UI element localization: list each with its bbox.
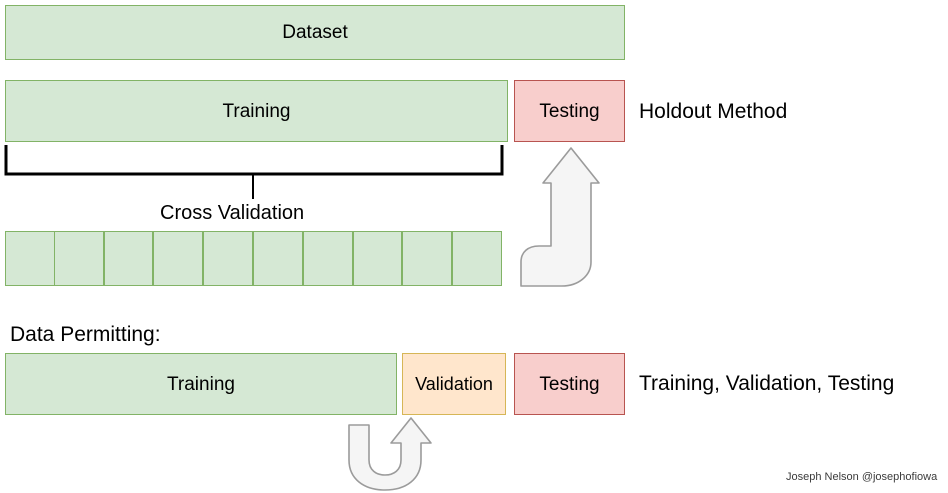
dataset-box: Dataset (5, 5, 625, 60)
cross-validation-fold (352, 231, 403, 286)
data-permitting-heading: Data Permitting: (10, 323, 161, 346)
cross-validation-folds (5, 231, 503, 286)
holdout-training-label: Training (222, 100, 291, 122)
dataset-label: Dataset (282, 22, 348, 43)
permitting-testing-box: Testing (514, 353, 625, 415)
holdout-training-box: Training (5, 80, 508, 142)
cross-validation-fold (5, 231, 55, 286)
permitting-training-label: Training (167, 373, 235, 395)
cross-validation-fold (103, 231, 154, 286)
permitting-testing-label: Testing (539, 373, 600, 395)
holdout-method-label: Holdout Method (639, 100, 788, 123)
permitting-method-label: Training, Validation, Testing (639, 372, 895, 395)
footer-credit: Joseph Nelson @josephofiowa (786, 471, 938, 483)
holdout-testing-label: Testing (539, 100, 600, 122)
cross-validation-fold (153, 231, 204, 286)
cross-validation-bracket (4, 145, 504, 176)
cross-validation-fold (402, 231, 453, 286)
cross-validation-fold (253, 231, 303, 286)
permitting-validation-box: Validation (402, 353, 506, 415)
curved-up-arrow-icon (520, 147, 600, 287)
cross-validation-fold (452, 231, 502, 286)
u-turn-arrow-icon (348, 417, 432, 491)
cross-validation-fold (53, 231, 104, 286)
cross-validation-fold (203, 231, 253, 286)
holdout-testing-box: Testing (514, 80, 625, 142)
cross-validation-label: Cross Validation (160, 202, 305, 224)
permitting-validation-label: Validation (415, 374, 493, 394)
permitting-training-box: Training (5, 353, 397, 415)
cross-validation-fold (302, 231, 353, 286)
